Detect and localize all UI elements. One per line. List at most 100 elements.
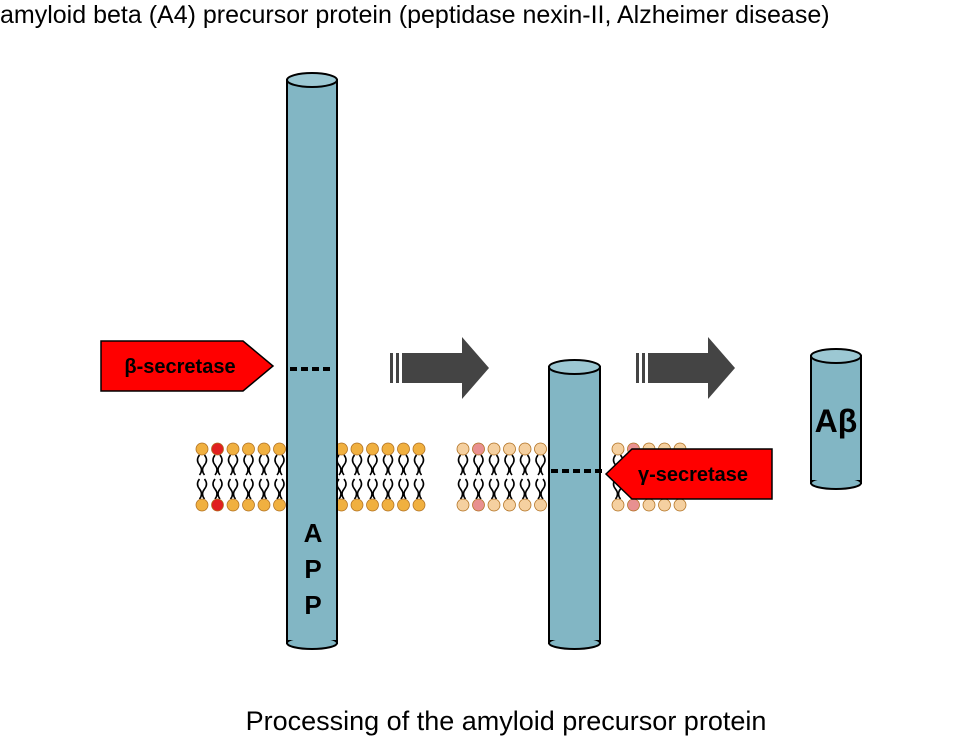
lipid-tail [263, 454, 270, 476]
lipid-head [273, 442, 286, 456]
lipid-head [242, 442, 255, 456]
lipid-tail [217, 454, 223, 476]
lipid-head [456, 498, 470, 512]
lipid-head [611, 498, 625, 512]
lipid-tail [403, 454, 409, 476]
lipid-tail [509, 454, 515, 476]
lipid-head [257, 498, 271, 512]
page-title: amyloid beta (A4) precursor protein (pep… [0, 1, 830, 29]
lipid-tail [524, 454, 531, 476]
abeta-label: Aβ [815, 403, 858, 439]
lipid-tail [351, 454, 358, 476]
lipid-tail [341, 454, 347, 476]
lipid-head [472, 498, 485, 512]
c99-cylinder [548, 359, 601, 650]
lipid-head [658, 498, 671, 512]
lipid-tail [519, 454, 526, 476]
lipid-tail [478, 454, 484, 476]
lipid-tail [372, 454, 378, 476]
lipid-tail [382, 454, 389, 476]
lipid-tail [540, 478, 546, 500]
lipid-head [226, 442, 240, 456]
lipid-tail [196, 478, 203, 500]
lipid-tail [462, 478, 469, 500]
lipid-tail [504, 478, 510, 500]
lipid-head [350, 498, 364, 512]
lipid-head [226, 498, 240, 512]
lipid-head [366, 442, 379, 456]
beta-secretase-enzyme: β-secretase [100, 340, 275, 392]
lipid-tail [279, 454, 285, 476]
lipid-head [273, 498, 286, 512]
lipid-tail [387, 454, 394, 476]
lipid-tail [403, 478, 409, 500]
abeta-cylinder: Aβ [810, 348, 862, 490]
lipid-head [211, 498, 224, 512]
lipid-tail [351, 478, 358, 500]
lipid-tail [473, 478, 479, 500]
lipid-tail [398, 454, 404, 476]
cell-membrane-left [195, 442, 426, 512]
lipid-head [195, 442, 209, 456]
lipid-tail [418, 478, 425, 500]
lipid-head [611, 442, 625, 456]
lipid-tail [493, 478, 500, 500]
lipid-tail [212, 478, 218, 500]
beta-secretase-label: β-secretase [124, 356, 235, 378]
lipid-tail [382, 478, 389, 500]
lipid-tail [519, 478, 526, 500]
lipid-tail [535, 478, 541, 500]
lipid-tail [356, 454, 363, 476]
lipid-tail [457, 454, 464, 476]
app-cylinder: A P P [286, 72, 338, 650]
lipid-tail [524, 478, 531, 500]
lipid-tail [196, 454, 203, 476]
lipid-tail [227, 454, 234, 476]
lipid-tail [367, 454, 373, 476]
lipid-tail [509, 478, 515, 500]
lipid-head [397, 442, 410, 456]
lipid-tail [504, 454, 510, 476]
lipid-head [195, 498, 209, 512]
lipid-head [397, 498, 410, 512]
lipid-head [518, 442, 532, 456]
figure-caption: Processing of the amyloid precursor prot… [245, 706, 767, 736]
lipid-head [381, 442, 395, 456]
lipid-tail [248, 454, 254, 476]
lipid-tail [341, 478, 347, 500]
lipid-tail [457, 478, 464, 500]
lipid-tail [232, 454, 239, 476]
lipid-tail [372, 478, 378, 500]
lipid-head [487, 442, 501, 456]
lipid-tail [413, 454, 420, 476]
lipid-tail [258, 478, 265, 500]
lipid-head [242, 498, 255, 512]
lipid-head [534, 498, 547, 512]
lipid-head [456, 442, 470, 456]
app-letter-a: A [304, 518, 323, 548]
process-arrow-1 [390, 337, 489, 399]
lipid-head [503, 498, 516, 512]
lipid-tail [367, 478, 373, 500]
gamma-secretase-enzyme: γ-secretase [604, 448, 773, 500]
lipid-tail [227, 478, 234, 500]
lipid-head [627, 498, 640, 512]
app-letter-p1: P [304, 554, 321, 584]
lipid-tail [248, 478, 254, 500]
lipid-tail [488, 478, 495, 500]
lipid-head [412, 498, 426, 512]
lipid-tail [488, 454, 495, 476]
lipid-tail [493, 454, 500, 476]
lipid-head [487, 498, 501, 512]
lipid-tail [232, 478, 239, 500]
gamma-secretase-label: γ-secretase [638, 464, 748, 486]
lipid-tail [279, 478, 285, 500]
lipid-tail [274, 454, 280, 476]
lipid-tail [462, 454, 469, 476]
lipid-head [534, 442, 547, 456]
lipid-tail [212, 454, 218, 476]
lipid-tail [413, 478, 420, 500]
lipid-tail [258, 454, 265, 476]
lipid-tail [540, 454, 546, 476]
lipid-tail [263, 478, 270, 500]
